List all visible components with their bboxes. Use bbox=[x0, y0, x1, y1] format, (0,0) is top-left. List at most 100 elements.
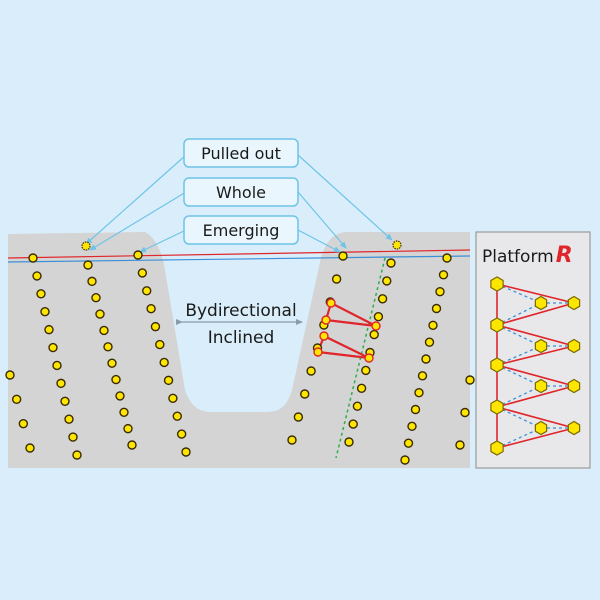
platform-node bbox=[534, 378, 548, 394]
whole-label: Whole bbox=[216, 183, 266, 202]
label-box-pulled-out: Pulled out bbox=[183, 138, 299, 168]
tissue-dot bbox=[133, 250, 143, 260]
tissue-dot bbox=[460, 407, 470, 418]
tissue-dot bbox=[400, 455, 410, 465]
platform-link bbox=[496, 406, 542, 429]
platform-link bbox=[496, 406, 575, 429]
tissue-dot bbox=[172, 411, 182, 421]
platform-link bbox=[496, 324, 542, 347]
platform-link bbox=[496, 364, 575, 387]
tissue-dot bbox=[40, 307, 50, 317]
tissue-dot bbox=[32, 271, 42, 281]
tissue-dot bbox=[331, 274, 342, 284]
tissue-dot bbox=[111, 374, 121, 385]
platform-node bbox=[567, 420, 581, 436]
tissue-dot bbox=[103, 342, 113, 352]
platform-link bbox=[496, 324, 575, 347]
starburst-left bbox=[81, 241, 91, 251]
tissue-dot bbox=[56, 378, 66, 389]
triangle-vertex-dot bbox=[319, 331, 329, 341]
tissue-dot bbox=[431, 303, 442, 314]
tissue-dot bbox=[414, 387, 424, 398]
platform-node bbox=[567, 378, 581, 394]
inclined-label: Inclined bbox=[208, 328, 275, 348]
triangle-vertex-dot bbox=[321, 315, 331, 325]
tissue-dot bbox=[403, 438, 414, 448]
tissue-dot bbox=[293, 412, 304, 422]
tissue-dot bbox=[60, 396, 70, 406]
tissue-dot bbox=[300, 389, 310, 399]
tissue-dot bbox=[361, 365, 371, 376]
tissue-dot bbox=[123, 423, 133, 434]
tissue-dot bbox=[155, 339, 165, 350]
platform-link bbox=[496, 283, 542, 304]
tissue-dot bbox=[428, 320, 438, 331]
tissue-dot bbox=[352, 401, 363, 411]
tissue-dot bbox=[48, 342, 58, 353]
platform-r-mark: R bbox=[556, 243, 573, 268]
tissue-dot bbox=[107, 358, 117, 368]
dot-columns bbox=[5, 250, 475, 465]
tissue-dot bbox=[99, 325, 109, 336]
triangle-vertex-dot bbox=[371, 321, 381, 331]
red-surface-line bbox=[7, 249, 471, 259]
platform-link bbox=[496, 302, 575, 326]
tissue-dot bbox=[356, 383, 367, 393]
tissue-dot bbox=[377, 294, 388, 304]
tissue-dot bbox=[438, 270, 449, 280]
tissue-dot bbox=[287, 435, 297, 445]
tissue-dot bbox=[348, 419, 358, 429]
tissue-dot bbox=[410, 404, 421, 415]
tissue-dot bbox=[115, 391, 125, 401]
platform-name: Platform bbox=[482, 247, 554, 267]
platform-node bbox=[534, 338, 548, 354]
triangle-vertex-dot bbox=[313, 347, 323, 357]
tissue-dot bbox=[181, 447, 191, 457]
platform-node bbox=[534, 420, 548, 436]
tissue-section bbox=[8, 232, 470, 468]
tissue-dot bbox=[64, 414, 74, 424]
platform-link bbox=[496, 385, 575, 408]
tissue-dot bbox=[306, 366, 316, 376]
platform-node bbox=[490, 357, 504, 373]
tissue-dot bbox=[386, 258, 396, 268]
platform-link bbox=[496, 302, 542, 326]
arrow-group bbox=[85, 154, 393, 253]
tissue-dot bbox=[44, 324, 54, 335]
tissue-dot bbox=[91, 293, 101, 303]
red-triangles bbox=[316, 301, 378, 360]
platform-node bbox=[567, 295, 581, 311]
tissue-dot bbox=[150, 321, 161, 332]
tissue-dot bbox=[163, 375, 174, 386]
platform-node bbox=[534, 295, 548, 311]
label-box-emerging: Emerging bbox=[183, 215, 299, 245]
tissue-dot bbox=[11, 394, 22, 405]
label-box-whole: Whole bbox=[183, 177, 299, 207]
blue-surface-line bbox=[7, 255, 471, 263]
tissue-dot bbox=[83, 260, 93, 270]
platform-node bbox=[490, 276, 504, 292]
tissue-dot bbox=[168, 393, 178, 403]
tissue-dot bbox=[159, 357, 169, 368]
tissue-dot bbox=[119, 407, 129, 417]
platform-node bbox=[567, 338, 581, 354]
platform-link bbox=[496, 364, 542, 387]
tissue-dot bbox=[137, 268, 148, 278]
tissue-dot bbox=[87, 276, 97, 287]
tissue-dot bbox=[373, 312, 384, 322]
starburst-right bbox=[392, 240, 402, 250]
platform-title: PlatformR bbox=[482, 243, 573, 268]
tissue-dot bbox=[18, 418, 29, 429]
tissue-dot bbox=[465, 375, 475, 385]
pulled-out-label: Pulled out bbox=[201, 144, 281, 163]
tissue-dot bbox=[442, 253, 452, 263]
tissue-dot bbox=[176, 429, 187, 439]
tissue-dot bbox=[28, 253, 38, 263]
platform-node bbox=[490, 440, 504, 456]
platform-link bbox=[496, 345, 575, 366]
platform-link bbox=[496, 345, 542, 366]
tissue-dot bbox=[5, 370, 15, 380]
platform-link bbox=[496, 283, 575, 304]
tissue-dot bbox=[146, 304, 156, 314]
